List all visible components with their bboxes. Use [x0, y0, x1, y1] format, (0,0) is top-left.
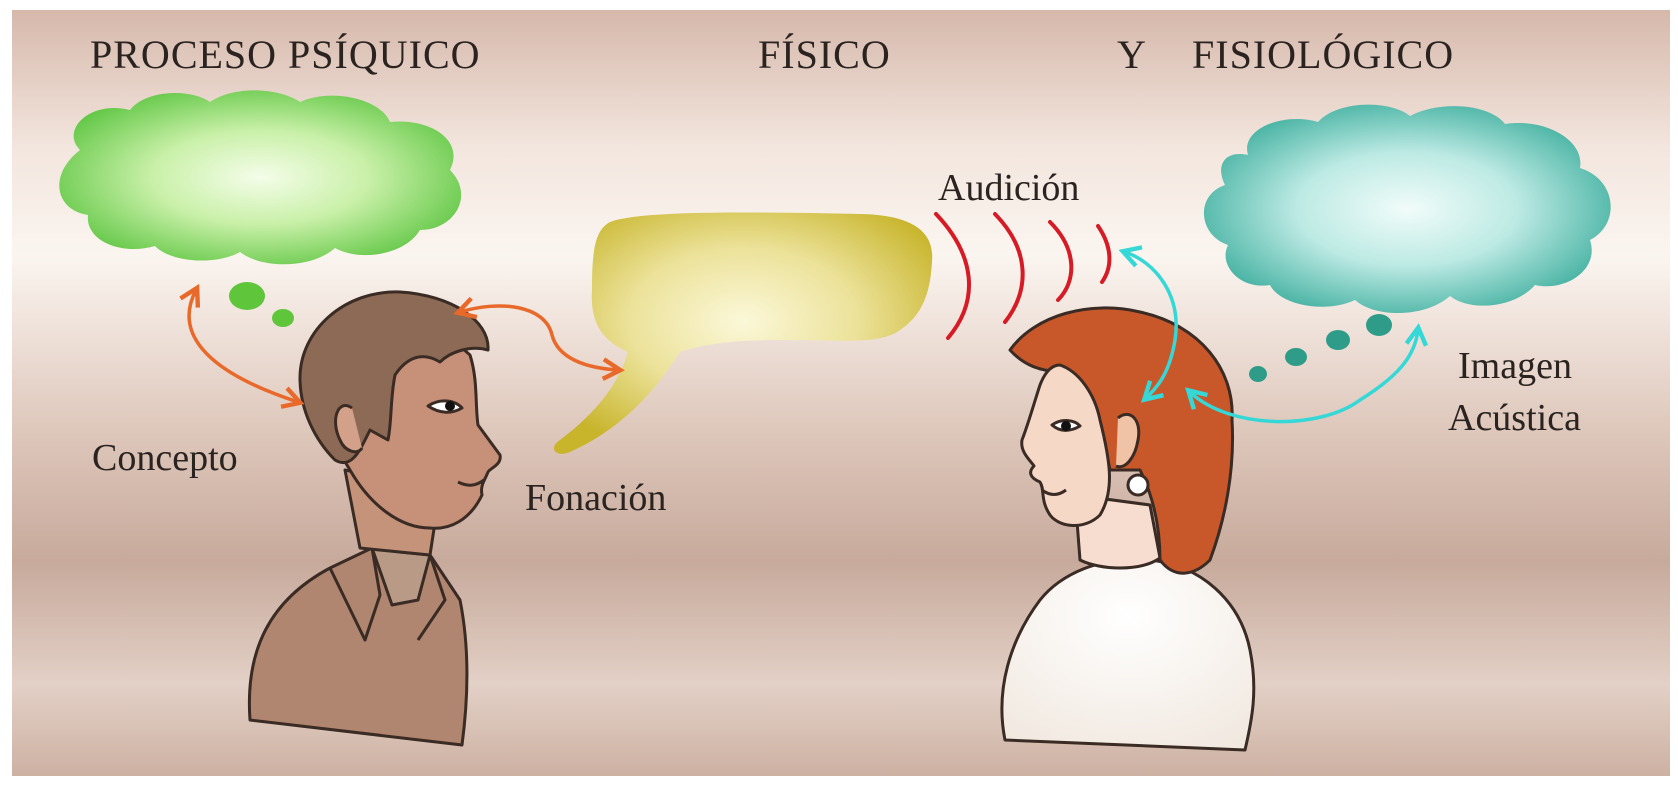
header-fisico: FÍSICO	[758, 32, 891, 77]
label-concepto: Concepto	[92, 437, 238, 479]
label-imagen: Imagen	[1458, 345, 1572, 387]
acoustic-arrows	[1118, 245, 1429, 424]
header-y: Y	[1117, 32, 1146, 77]
acoustic-image-cloud	[1203, 104, 1611, 314]
label-acustica: Acústica	[1448, 397, 1581, 439]
header-fisiologico: FISIOLÓGICO	[1192, 32, 1454, 77]
woman-face	[1020, 363, 1111, 527]
arrow-cloud-to-head	[179, 283, 305, 409]
arrow-ear-to-cloud	[1184, 323, 1429, 424]
woman-earring	[1126, 473, 1150, 497]
header-psiquico: PROCESO PSÍQUICO	[90, 32, 481, 77]
arrow-head-to-bubble	[453, 296, 625, 381]
speech-bubble	[553, 212, 933, 454]
arrow-ear-to-waves	[1118, 245, 1178, 403]
sound-waves	[934, 212, 1112, 340]
label-fonacion: Fonación	[525, 477, 666, 519]
label-audicion: Audición	[938, 167, 1079, 209]
concept-arrows	[179, 283, 625, 409]
listener-woman	[1000, 306, 1256, 752]
concept-cloud	[59, 90, 462, 265]
